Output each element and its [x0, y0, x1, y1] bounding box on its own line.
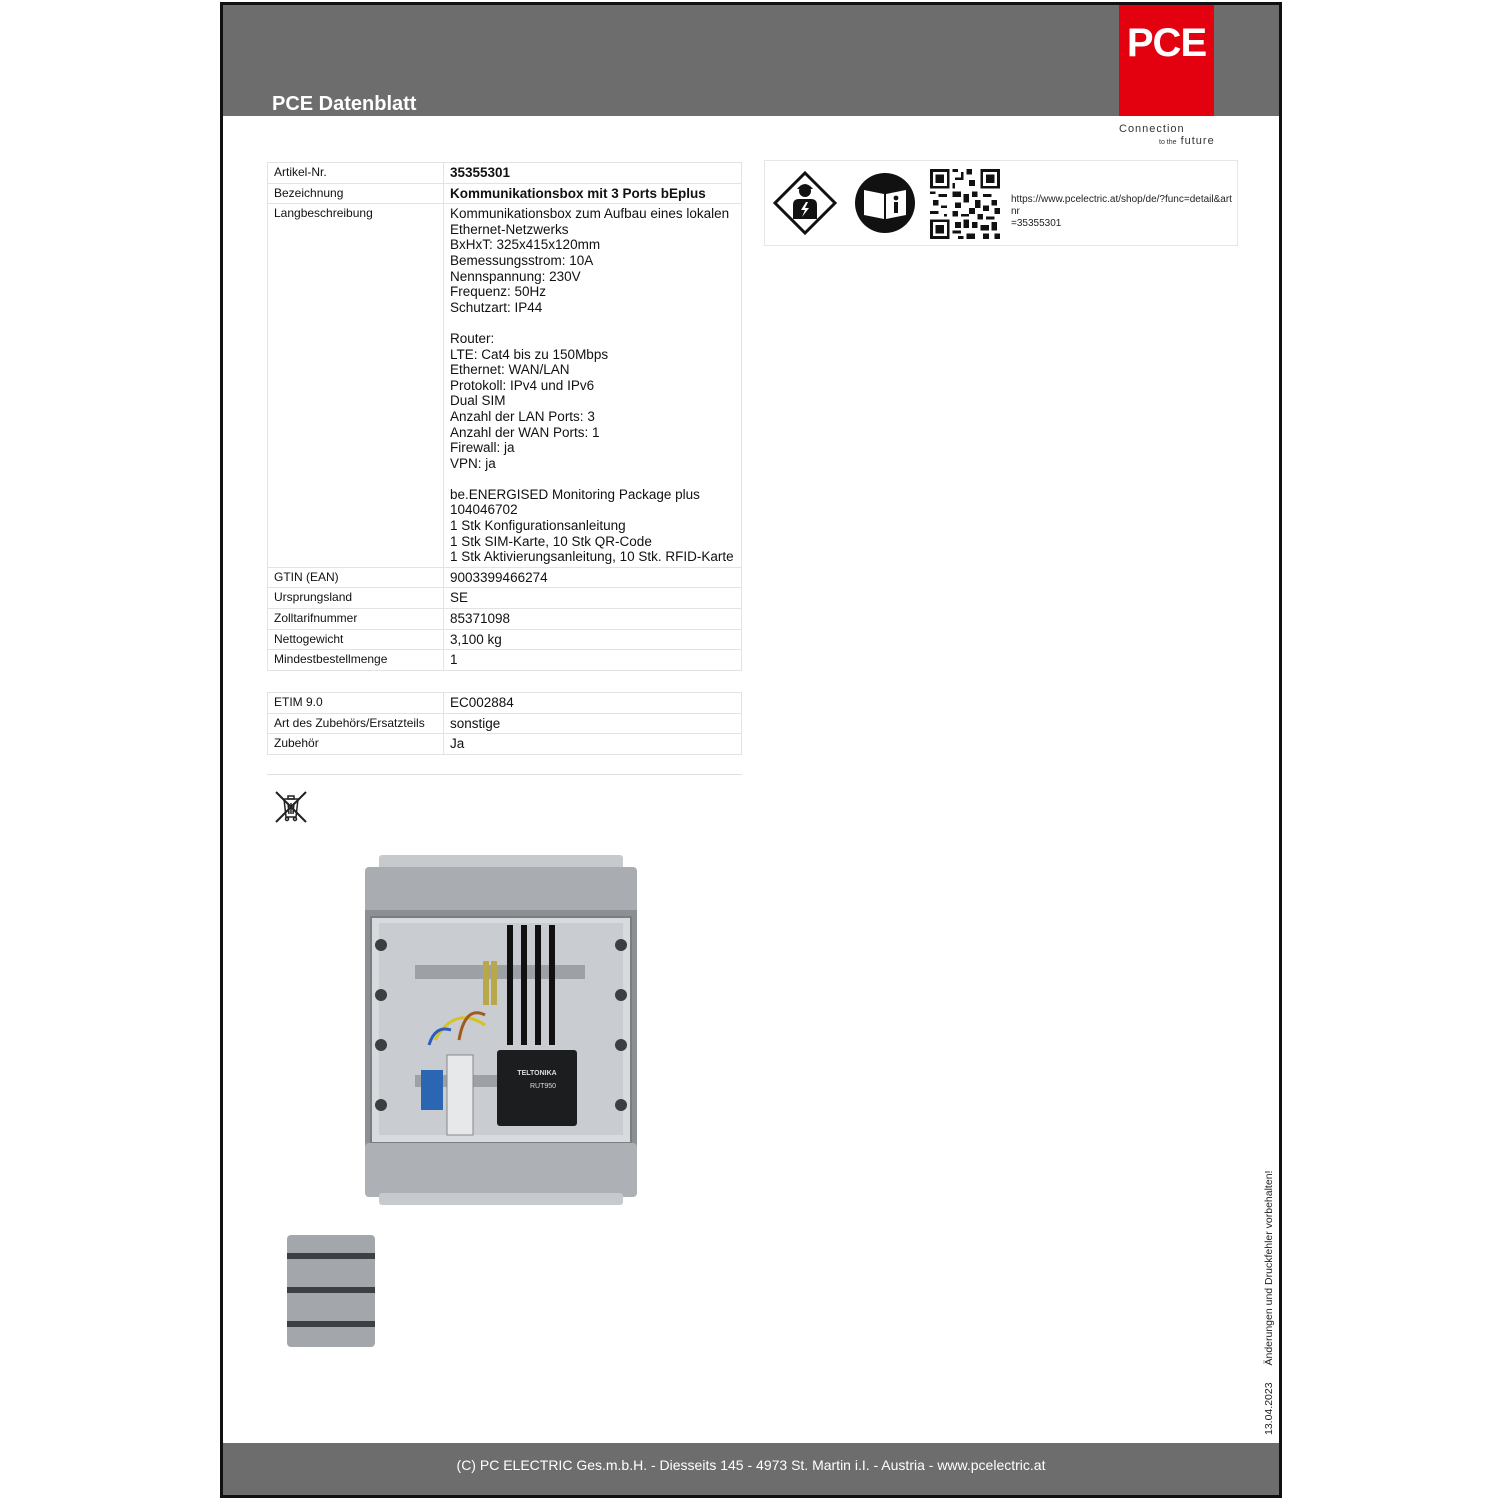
print-date: 13.04.2023: [1263, 1382, 1275, 1435]
product-thumbnail: [287, 1235, 375, 1347]
read-manual-icon: [855, 173, 915, 233]
desc-line: VPN: ja: [450, 455, 496, 471]
desc-line: BxHxT: 325x415x120mm: [450, 237, 601, 253]
spec-value: SE: [443, 587, 742, 610]
header-band: PCE Datenblatt PCE: [223, 5, 1279, 116]
table-row: Nettogewicht 3,100 kg: [267, 628, 742, 651]
long-description: Kommunikationsbox zum Aufbau eines lokal…: [443, 203, 742, 568]
desc-blank: [450, 471, 735, 487]
desc-line: be.ENERGISED Monitoring Package plus: [450, 486, 700, 502]
table-row: GTIN (EAN) 9003399466274: [267, 566, 742, 589]
slogan-connection: Connection: [1119, 123, 1185, 135]
desc-line: 104046702: [450, 502, 518, 518]
spec-value: 3,100 kg: [443, 628, 742, 651]
slogan-to-the: to the: [1159, 139, 1177, 146]
desc-blank: [450, 315, 735, 331]
product-url[interactable]: https://www.pcelectric.at/shop/de/?func=…: [1011, 194, 1236, 230]
etim-label: Art des Zubehörs/Ersatzteils: [267, 712, 444, 735]
desc-line: Ethernet-Netzwerks: [450, 221, 569, 237]
slogan-to-the-future: to the future: [1159, 135, 1215, 147]
etim-value: Ja: [443, 733, 742, 755]
desc-line: Dual SIM: [450, 393, 506, 409]
pce-logo: PCE: [1119, 5, 1214, 116]
spec-value: 1: [443, 649, 742, 671]
url-line-2: =35355301: [1011, 218, 1062, 229]
table-row: Artikel-Nr. 35355301: [267, 162, 742, 184]
qualified-electrician-icon: [773, 171, 837, 235]
table-row: Art des Zubehörs/Ersatzteils sonstige: [267, 712, 742, 735]
desc-line: Router:: [450, 330, 495, 346]
spec-value: 85371098: [443, 608, 742, 630]
table-row: Ursprungsland SE: [267, 587, 742, 610]
product-brand-label: TELTONIKA: [517, 1070, 556, 1077]
desc-line: Bemessungsstrom: 10A: [450, 252, 594, 268]
spec-label: Bezeichnung: [267, 182, 444, 205]
desc-line: Frequenz: 50Hz: [450, 284, 547, 300]
info-icon-box: https://www.pcelectric.at/shop/de/?func=…: [764, 160, 1238, 246]
divider: [267, 774, 742, 775]
spec-label: Langbeschreibung: [267, 203, 444, 568]
etim-value: EC002884: [443, 692, 742, 714]
product-model-label: RUT950: [530, 1083, 556, 1090]
product-photo: TELTONIKA RUT950: [365, 855, 637, 1205]
footer-address: (C) PC ELECTRIC Ges.m.b.H. - Diesseits 1…: [456, 1457, 1046, 1473]
etim-label: Zubehör: [267, 733, 444, 755]
page-title: PCE Datenblatt: [272, 93, 417, 115]
table-row: Langbeschreibung Kommunikationsbox zum A…: [267, 203, 742, 568]
table-row: ETIM 9.0 EC002884: [267, 692, 742, 714]
disclaimer-text: Änderungen und Druckfehler vorbehalten!: [1263, 1170, 1275, 1366]
url-line-1: https://www.pcelectric.at/shop/de/?func=…: [1011, 194, 1232, 217]
spec-label: Mindestbestellmenge: [267, 649, 444, 671]
desc-line: Anzahl der WAN Ports: 1: [450, 424, 600, 440]
desc-line: Schutzart: IP44: [450, 299, 543, 315]
desc-line: Nennspannung: 230V: [450, 268, 581, 284]
table-row: Bezeichnung Kommunikationsbox mit 3 Port…: [267, 182, 742, 205]
spec-label: Nettogewicht: [267, 628, 444, 651]
table-row: Zolltarifnummer 85371098: [267, 608, 742, 630]
footer: (C) PC ELECTRIC Ges.m.b.H. - Diesseits 1…: [223, 1443, 1279, 1495]
spec-value: 9003399466274: [443, 566, 742, 589]
desc-line: Firewall: ja: [450, 440, 515, 456]
desc-line: LTE: Cat4 bis zu 150Mbps: [450, 346, 609, 362]
spec-table: Artikel-Nr. 35355301 Bezeichnung Kommuni…: [267, 162, 742, 671]
desc-line: 1 Stk Aktivierungsanleitung, 10 Stk. RFI…: [450, 549, 734, 565]
datasheet-page: PCE Datenblatt PCE Connection to the fut…: [220, 2, 1282, 1498]
table-row: Mindestbestellmenge 1: [267, 649, 742, 671]
spec-label: Artikel-Nr.: [267, 162, 444, 184]
table-row: Zubehör Ja: [267, 733, 742, 755]
logo-text: PCE: [1126, 21, 1207, 65]
etim-table: ETIM 9.0 EC002884 Art des Zubehörs/Ersat…: [267, 692, 742, 755]
spec-label: GTIN (EAN): [267, 566, 444, 589]
spec-label: Ursprungsland: [267, 587, 444, 610]
qr-code-icon: [930, 169, 1000, 239]
desc-line: Anzahl der LAN Ports: 3: [450, 408, 595, 424]
date-disclaimer: 13.04.2023 Änderungen und Druckfehler vo…: [1263, 1157, 1275, 1435]
etim-label: ETIM 9.0: [267, 692, 444, 714]
spec-value: 35355301: [443, 162, 742, 184]
spec-label: Zolltarifnummer: [267, 608, 444, 630]
spec-value: Kommunikationsbox mit 3 Ports bEplus: [443, 182, 742, 205]
desc-line: Protokoll: IPv4 und IPv6: [450, 377, 595, 393]
etim-value: sonstige: [443, 712, 742, 735]
weee-bin-icon: [275, 791, 307, 823]
desc-line: 1 Stk Konfigurationsanleitung: [450, 518, 626, 534]
desc-line: 1 Stk SIM-Karte, 10 Stk QR-Code: [450, 533, 652, 549]
desc-line: Ethernet: WAN/LAN: [450, 362, 570, 378]
slogan-future: future: [1180, 135, 1215, 147]
desc-line: Kommunikationsbox zum Aufbau eines lokal…: [450, 206, 730, 222]
